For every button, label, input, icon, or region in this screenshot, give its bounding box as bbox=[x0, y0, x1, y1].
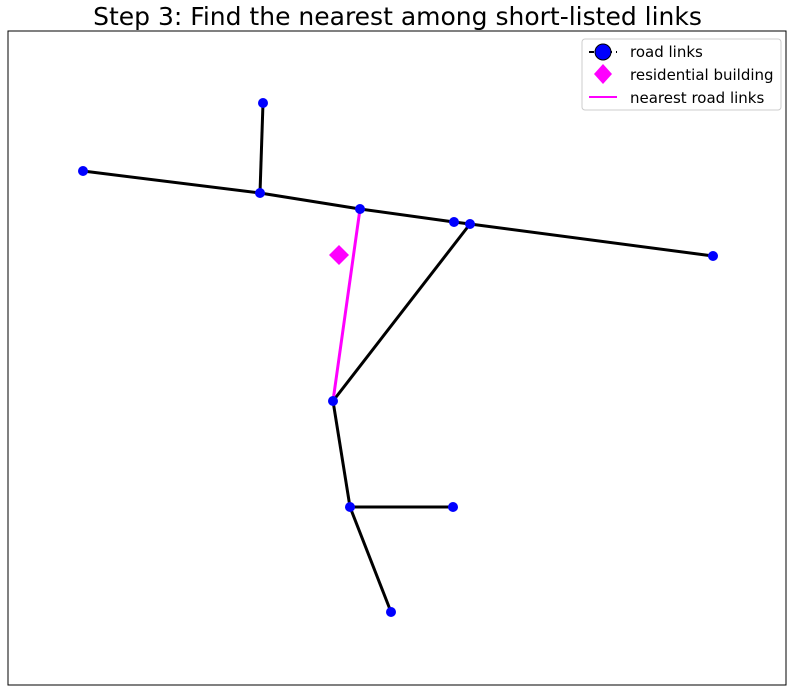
road-link-4 bbox=[359, 207, 455, 224]
road-link-2 bbox=[258, 102, 265, 194]
legend-label-building: residential building bbox=[630, 66, 774, 84]
road-node-n11 bbox=[386, 607, 396, 617]
road-node-n7 bbox=[708, 251, 718, 261]
road-node-n1 bbox=[78, 166, 88, 176]
road-link-10 bbox=[348, 506, 393, 613]
legend-item-building: residential building bbox=[594, 64, 774, 84]
legend-item-nearest: nearest road links bbox=[589, 89, 764, 107]
residential-building-marker bbox=[329, 245, 349, 265]
legend-node-icon bbox=[594, 43, 612, 61]
road-node-n6 bbox=[465, 219, 475, 229]
road-node-n2 bbox=[255, 188, 265, 198]
road-link-1 bbox=[82, 169, 261, 195]
legend: road links residential building nearest … bbox=[581, 38, 782, 111]
road-link-6 bbox=[469, 222, 714, 258]
chart-title: Step 3: Find the nearest among short-lis… bbox=[93, 2, 702, 31]
road-node-n9 bbox=[345, 502, 355, 512]
road-links-layer bbox=[82, 102, 714, 613]
road-node-n4 bbox=[355, 204, 365, 214]
building-layer bbox=[329, 245, 349, 265]
road-link-8 bbox=[331, 400, 352, 508]
nearest-road-link-1 bbox=[331, 208, 362, 402]
legend-item-road-links: road links bbox=[589, 43, 703, 61]
legend-diamond-icon bbox=[594, 64, 612, 84]
road-node-n10 bbox=[448, 502, 458, 512]
plot-frame bbox=[7, 30, 787, 686]
road-link-7 bbox=[331, 223, 472, 402]
legend-label-road-links: road links bbox=[630, 43, 703, 61]
legend-box bbox=[581, 38, 782, 111]
road-node-n8 bbox=[328, 396, 338, 406]
nearest-links-layer bbox=[331, 208, 362, 402]
road-link-3 bbox=[259, 191, 361, 211]
legend-label-nearest: nearest road links bbox=[630, 89, 764, 107]
nodes-layer bbox=[78, 98, 718, 617]
road-node-n5 bbox=[449, 217, 459, 227]
road-node-n3 bbox=[258, 98, 268, 108]
